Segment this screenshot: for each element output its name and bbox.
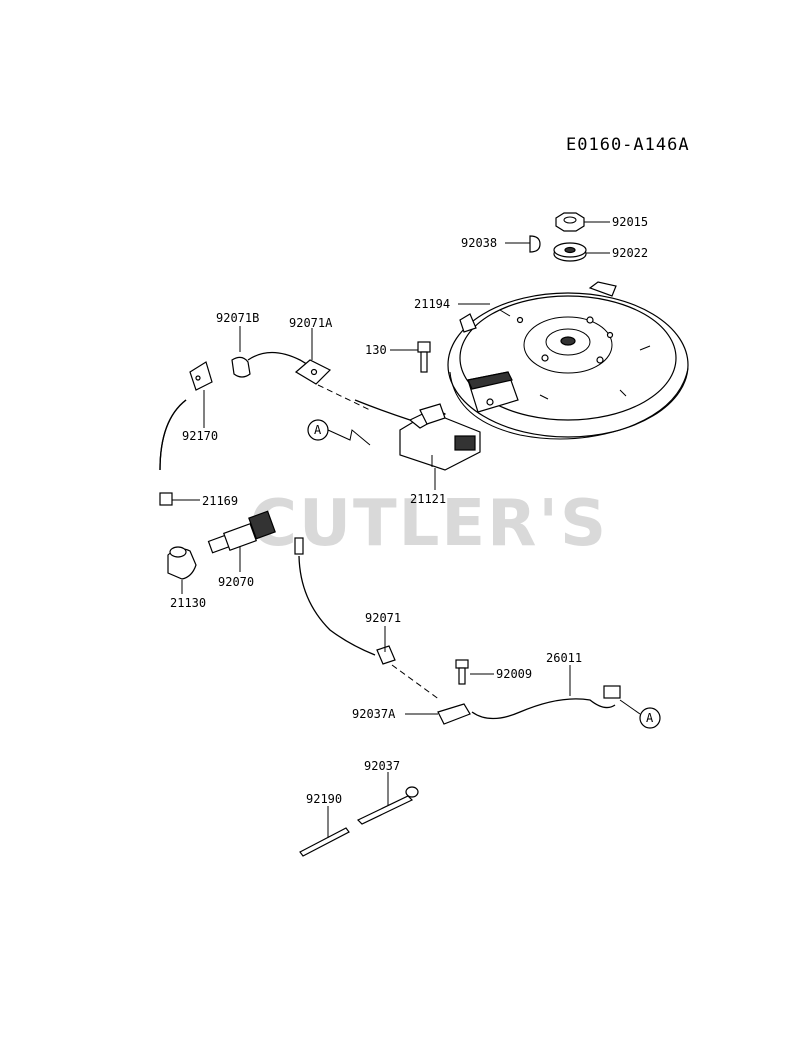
plug-lead-drawing — [159, 361, 213, 506]
label-92071B: 92071B — [216, 311, 259, 352]
terminal-clip-drawing — [231, 351, 371, 411]
svg-text:21130: 21130 — [170, 596, 206, 610]
label-92071: 92071 — [365, 611, 401, 652]
reference-marker-a-upper: A — [307, 419, 371, 446]
label-130: 130 — [365, 343, 418, 357]
nut-drawing — [555, 212, 585, 232]
svg-text:92071: 92071 — [365, 611, 401, 625]
label-92015: 92015 — [584, 215, 648, 229]
reference-marker-a-lower: A — [619, 699, 661, 729]
label-92071A: 92071A — [289, 316, 333, 360]
svg-text:92170: 92170 — [182, 429, 218, 443]
label-21130: 21130 — [170, 580, 206, 610]
washer-drawing — [553, 242, 587, 262]
woodruff-key-drawing — [529, 235, 541, 253]
label-26011: 26011 — [546, 651, 582, 696]
ignition-coil-drawing — [354, 399, 481, 471]
svg-text:92009: 92009 — [496, 667, 532, 681]
plug-cap-drawing — [167, 546, 197, 580]
label-21194: 21194 — [414, 297, 490, 311]
svg-text:21169: 21169 — [202, 494, 238, 508]
svg-text:92037A: 92037A — [352, 707, 396, 721]
label-21121: 21121 — [410, 468, 446, 506]
svg-text:92070: 92070 — [218, 575, 254, 589]
label-92070: 92070 — [218, 546, 254, 589]
pin-rod-drawing — [299, 786, 419, 857]
watermark: CUTLER'S — [250, 487, 608, 561]
label-92038: 92038 — [461, 236, 530, 250]
label-92022: 92022 — [586, 246, 648, 260]
svg-text:26011: 26011 — [546, 651, 582, 665]
svg-text:A: A — [646, 711, 654, 725]
label-92037A: 92037A — [352, 707, 438, 721]
bolt-drawing — [417, 341, 431, 373]
svg-text:21194: 21194 — [414, 297, 450, 311]
svg-text:92071B: 92071B — [216, 311, 259, 325]
label-92037: 92037 — [364, 759, 400, 806]
svg-text:92071A: 92071A — [289, 316, 333, 330]
label-92009: 92009 — [470, 667, 532, 681]
label-21169: 21169 — [172, 494, 238, 508]
svg-text:92037: 92037 — [364, 759, 400, 773]
svg-text:92190: 92190 — [306, 792, 342, 806]
label-92170: 92170 — [182, 390, 218, 443]
label-92190: 92190 — [306, 792, 342, 838]
flywheel-drawing — [447, 281, 689, 440]
svg-text:21121: 21121 — [410, 492, 446, 506]
svg-text:130: 130 — [365, 343, 387, 357]
stop-switch-drawing — [437, 659, 621, 725]
svg-text:92022: 92022 — [612, 246, 648, 260]
svg-text:92038: 92038 — [461, 236, 497, 250]
diagram-code: E0160-A146A — [566, 135, 690, 155]
svg-text:92015: 92015 — [612, 215, 648, 229]
spark-plug-drawing — [207, 510, 276, 554]
svg-text:A: A — [314, 423, 322, 437]
